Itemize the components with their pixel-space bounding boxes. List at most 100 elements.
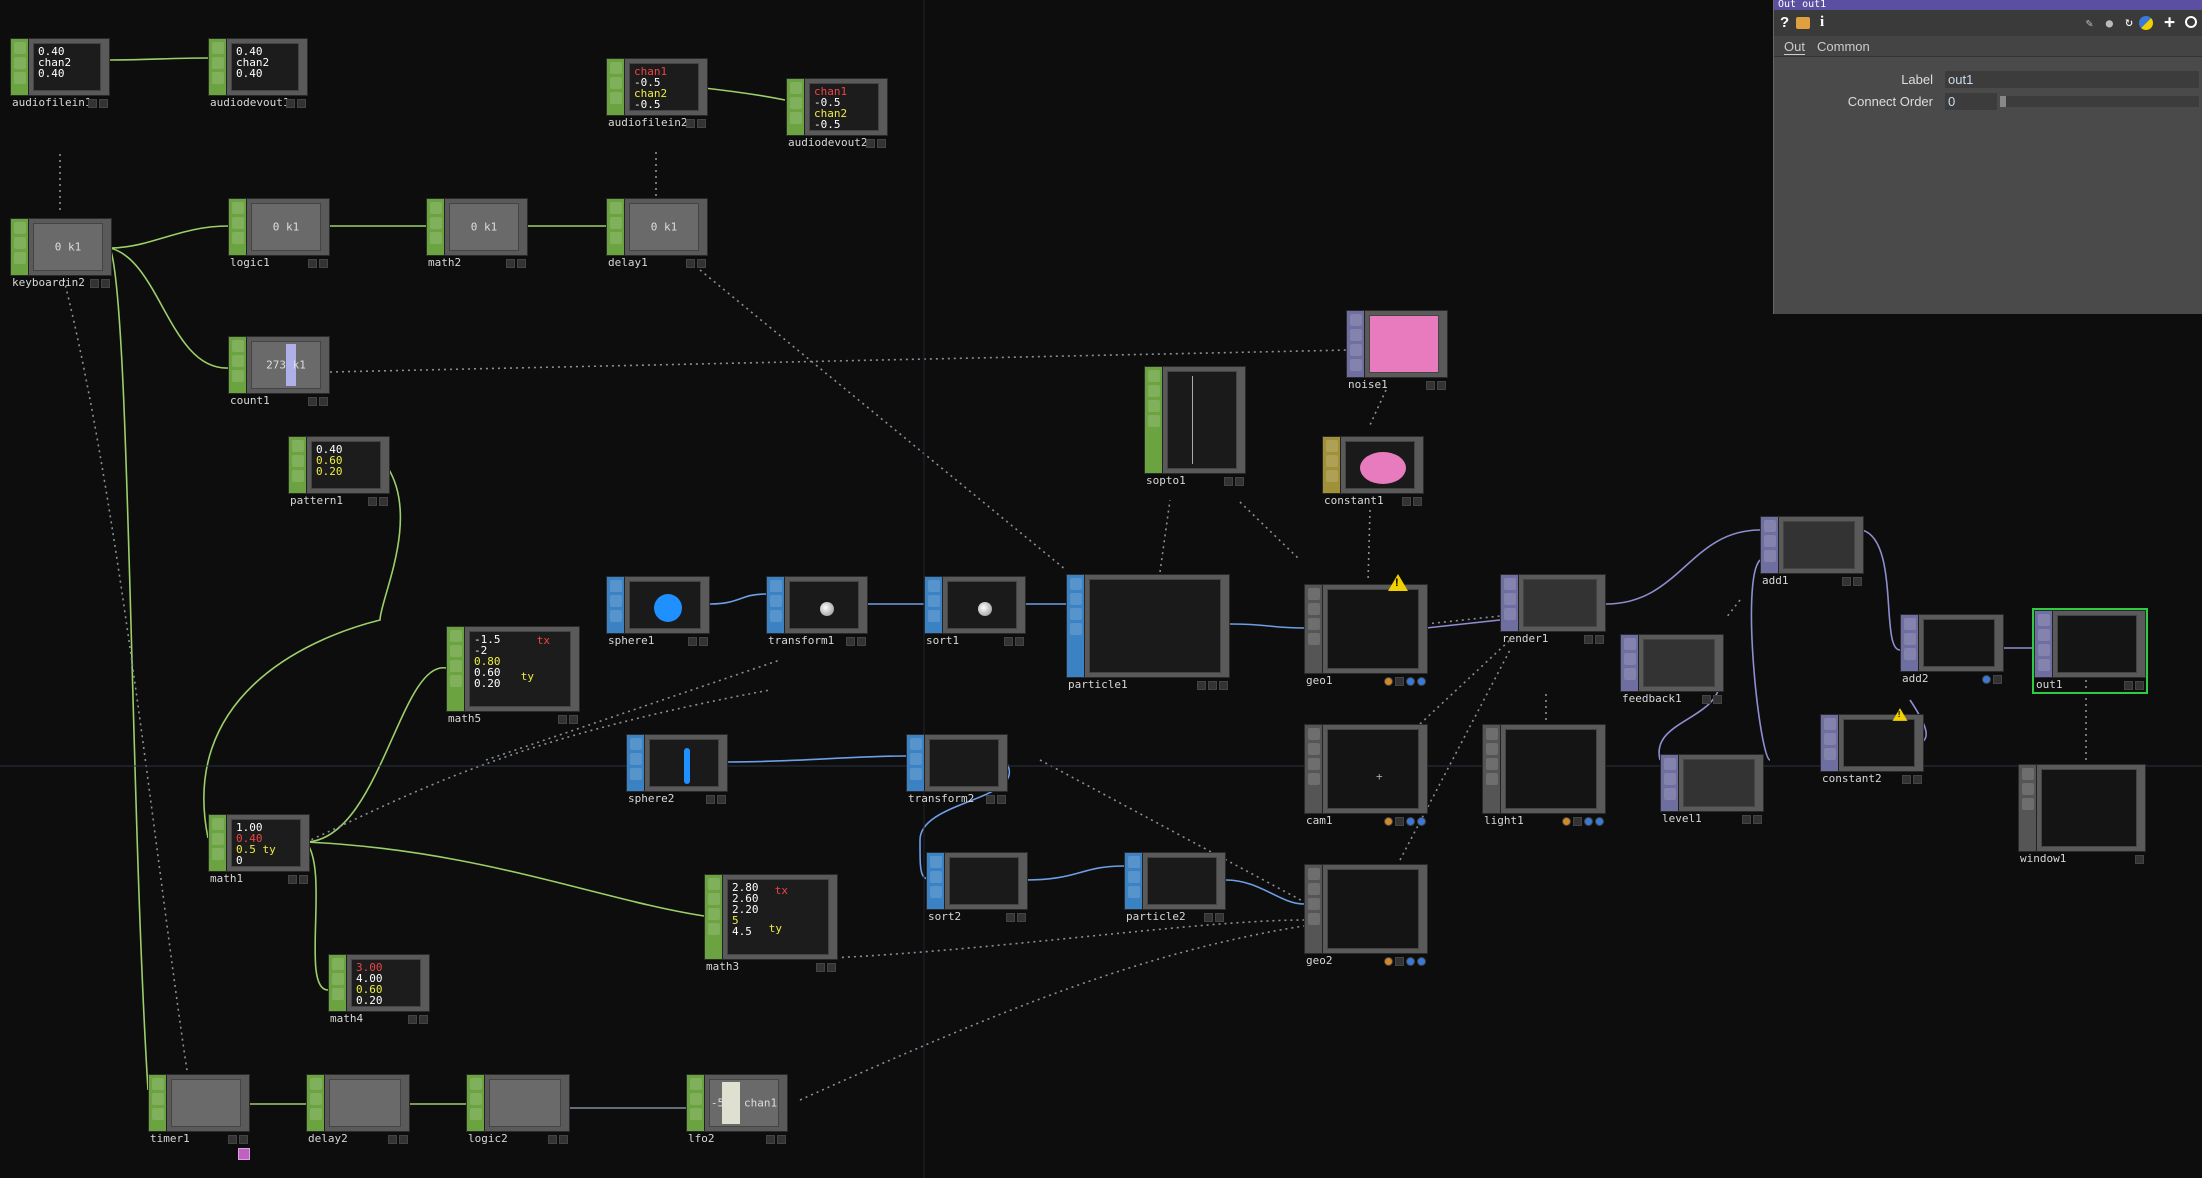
node-transform2[interactable]: transform2 — [906, 734, 1008, 806]
channel-values: 0.40 chan2 0.40 — [236, 45, 270, 80]
node-particle1[interactable]: particle1 — [1066, 574, 1230, 692]
node-label: logic2 — [466, 1132, 570, 1146]
node-level1[interactable]: level1 — [1660, 754, 1764, 826]
node-logic1[interactable]: 0 k1 logic1 — [228, 198, 330, 270]
node-transform1[interactable]: transform1 — [766, 576, 868, 648]
node-sphere1[interactable]: sphere1 — [606, 576, 710, 648]
node-label: particle2 — [1124, 910, 1226, 924]
node-label: pattern1 — [288, 494, 390, 508]
node-geo1[interactable]: geo1 — [1304, 584, 1428, 688]
node-math4[interactable]: 3.00 4.00 0.60 0.20 math4 — [328, 954, 430, 1026]
target-icon[interactable] — [2185, 16, 2197, 28]
wire — [1023, 865, 1125, 881]
node-math3[interactable]: 2.80 2.60 2.20 5 4.5 tx ty math3 — [704, 874, 838, 974]
node-audiofilein2[interactable]: chan1 -0.5 chan2 -0.5 audiofilein2 — [606, 58, 708, 130]
python-icon[interactable] — [2139, 16, 2153, 30]
node-add2[interactable]: add2 — [1900, 614, 2004, 686]
node-label: constant1 — [1322, 494, 1424, 508]
node-lfo2[interactable]: -5.5 chan1 lfo2 — [686, 1074, 788, 1146]
wire — [727, 755, 907, 763]
wire — [305, 841, 705, 917]
node-delay1[interactable]: 0 k1 delay1 — [606, 198, 708, 270]
node-keyboardin2[interactable]: 0 k1 keyboardin2 — [10, 218, 112, 290]
node-timer1[interactable]: timer1 — [148, 1074, 250, 1146]
tab-common[interactable]: Common — [1817, 39, 1870, 54]
node-audiodevout1[interactable]: 0.40 chan2 0.40 audiodevout1 — [208, 38, 308, 110]
node-geo2[interactable]: geo2 — [1304, 864, 1428, 968]
node-constant2[interactable]: constant2 — [1820, 714, 1924, 786]
refresh-icon[interactable]: ↻ — [2125, 15, 2133, 30]
node-label: feedback1 — [1620, 692, 1724, 706]
node-sort2[interactable]: sort2 — [926, 852, 1028, 924]
warning-icon[interactable]: ! — [1388, 574, 1408, 591]
node-label: math1 — [208, 872, 310, 886]
connect-order-field[interactable]: 0 — [1945, 93, 1997, 110]
node-sort1[interactable]: sort1 — [924, 576, 1026, 648]
node-noise1[interactable]: noise1 — [1346, 310, 1448, 392]
tab-out[interactable]: Out — [1784, 39, 1805, 55]
node-particle2[interactable]: particle2 — [1124, 852, 1226, 924]
node-label: delay1 — [606, 256, 708, 270]
node-audiodevout2[interactable]: chan1 -0.5 chan2 -0.5 audiodevout2 — [786, 78, 888, 150]
node-label: particle1 — [1066, 678, 1230, 692]
node-audiofilein1[interactable]: 0.40 chan2 0.40 audiofilein1 — [10, 38, 110, 110]
node-window1[interactable]: window1 — [2018, 764, 2146, 866]
lock-icon[interactable] — [1796, 17, 1810, 29]
node-label: render1 — [1500, 632, 1606, 646]
node-label: delay2 — [306, 1132, 410, 1146]
warning-icon[interactable]: ! — [1892, 708, 1908, 721]
node-label: timer1 — [148, 1132, 250, 1146]
node-sopto1[interactable]: sopto1 — [1144, 366, 1246, 488]
node-label: keyboardin2 — [10, 276, 112, 290]
connect-order-slider[interactable] — [2000, 96, 2199, 107]
node-label: sphere1 — [606, 634, 710, 648]
panel-tabs: Out Common — [1774, 36, 2202, 57]
node-add1[interactable]: add1 — [1760, 516, 1864, 588]
add-button[interactable] — [238, 1148, 250, 1160]
node-delay2[interactable]: delay2 — [306, 1074, 410, 1146]
wire — [305, 667, 447, 843]
node-label: sort2 — [926, 910, 1028, 924]
node-label: transform1 — [766, 634, 868, 648]
node-feedback1[interactable]: feedback1 — [1620, 634, 1724, 706]
wire — [703, 87, 786, 101]
sphere-preview — [654, 594, 682, 622]
channel-values: chan1 -0.5 chan2 -0.5 — [634, 65, 668, 111]
channel-values: -1.5 -2 0.80 0.60 0.20 — [474, 633, 501, 690]
node-pattern1[interactable]: 0.40 0.60 0.20 pattern1 — [288, 436, 390, 508]
node-constant1[interactable]: constant1 — [1322, 436, 1424, 508]
node-math5[interactable]: -1.5 -2 0.80 0.60 0.20 tx ty math5 — [446, 626, 580, 726]
node-label: math5 — [446, 712, 580, 726]
node-render1[interactable]: render1 — [1500, 574, 1606, 646]
help-icon[interactable]: ? — [1780, 14, 1790, 31]
comment-icon[interactable]: ● — [2105, 16, 2113, 30]
wire — [109, 57, 209, 61]
node-math1[interactable]: 1.00 0.40 0.5 ty 0 math1 — [208, 814, 310, 886]
node-label: geo1 — [1304, 674, 1428, 688]
label-field[interactable]: out1 — [1945, 71, 2199, 88]
channel-values: 0.40 chan2 0.40 — [38, 45, 72, 80]
node-logic2[interactable]: logic2 — [466, 1074, 570, 1146]
node-out1[interactable]: out1 — [2032, 608, 2148, 694]
wire — [1861, 529, 1901, 651]
node-label: level1 — [1660, 812, 1764, 826]
node-label: geo2 — [1304, 954, 1428, 968]
param-label: Label — [1901, 72, 1933, 87]
plus-icon[interactable]: + — [2164, 12, 2175, 33]
node-math2[interactable]: 0 k1 math2 — [426, 198, 528, 270]
node-label: add1 — [1760, 574, 1864, 588]
node-label: constant2 — [1820, 772, 1924, 786]
node-sphere2[interactable]: sphere2 — [626, 734, 728, 806]
edit-icon[interactable]: ✎ — [2085, 16, 2093, 30]
node-light1[interactable]: light1 — [1482, 724, 1606, 828]
node-cam1[interactable]: + cam1 — [1304, 724, 1428, 828]
channel-values: 3.00 4.00 0.60 0.20 — [356, 961, 383, 1007]
parameter-panel[interactable]: Out out1 ? i ✎ ● ↻ + Out Common Label ou… — [1773, 0, 2202, 314]
node-count1[interactable]: 273 k1 count1 — [228, 336, 330, 408]
node-label: sphere2 — [626, 792, 728, 806]
node-label: sort1 — [924, 634, 1026, 648]
node-label: count1 — [228, 394, 330, 408]
info-icon[interactable]: i — [1820, 14, 1825, 30]
